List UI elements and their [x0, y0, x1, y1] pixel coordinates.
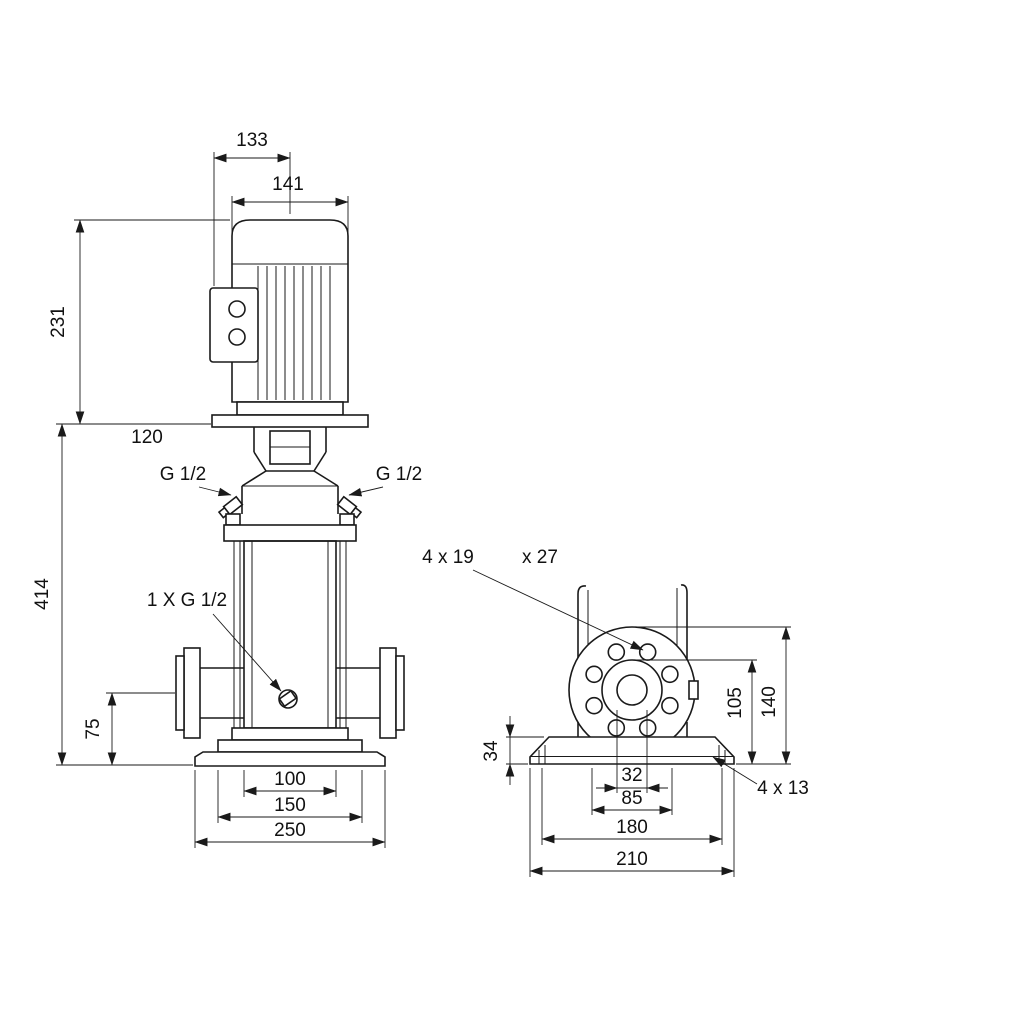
port-label-right: G 1/2 [376, 464, 422, 485]
side-plug-tab [688, 680, 699, 700]
head-flange [223, 524, 357, 542]
dim-100: 100 [243, 769, 337, 797]
dim-label-133: 133 [236, 130, 268, 151]
motor [209, 219, 369, 428]
dim-250: 250 [194, 770, 386, 848]
pump-base [194, 727, 386, 767]
dim-label-250: 250 [274, 820, 306, 841]
motor-stool-plate [211, 414, 369, 428]
dim-34: 34 [481, 716, 544, 785]
base-hole-left [538, 745, 546, 764]
dim-label-150: 150 [274, 795, 306, 816]
dim-label-32: 32 [621, 765, 642, 786]
pump-head [217, 470, 363, 542]
base-side-profile [529, 736, 735, 765]
drain-plug [278, 689, 298, 709]
staybolt-nut-right [339, 513, 355, 526]
port-flange-right [336, 647, 405, 739]
base-holes-label: 4 x 13 [757, 778, 809, 799]
label-g-half-left: G 1/2 [160, 464, 232, 497]
dim-label-231: 231 [48, 306, 69, 338]
port-flange-left [175, 647, 244, 739]
dim-75: 75 [83, 692, 175, 766]
end-port-flange [568, 626, 699, 754]
dim-label-210: 210 [616, 849, 648, 870]
motor-flange [236, 401, 344, 416]
dim-label-100: 100 [274, 769, 306, 790]
dim-label-105: 105 [725, 687, 746, 719]
front-view: 133 141 231 120 414 [32, 130, 422, 848]
port-bore [616, 674, 648, 706]
dim-label-120: 120 [131, 427, 163, 448]
flange-holes-label-b: x 27 [522, 547, 558, 568]
side-view: 4 x 19 x 27 34 105 140 [422, 547, 809, 877]
dim-32: 32 [596, 710, 668, 793]
dim-label-141: 141 [272, 174, 304, 195]
label-g-half-right: G 1/2 [348, 464, 422, 497]
dim-414: 414 [32, 423, 193, 766]
label-drain-port: 1 X G 1/2 [147, 590, 282, 692]
pump-body-section [577, 584, 688, 700]
flange-holes-label-a: 4 x 19 [422, 547, 474, 568]
dim-label-414: 414 [32, 578, 53, 610]
port-label-left: G 1/2 [160, 464, 206, 485]
cable-entry-hole [228, 300, 246, 318]
label-base-holes: 4 x 13 [712, 756, 809, 799]
dim-120: 120 [131, 427, 163, 448]
dim-label-75: 75 [83, 718, 104, 739]
dim-85: 85 [591, 768, 673, 815]
dim-231: 231 [48, 219, 230, 425]
terminal-box [209, 287, 259, 363]
side-dimensions: 4 x 19 x 27 34 105 140 [422, 547, 809, 877]
dim-210: 210 [529, 768, 735, 877]
staybolt-nut-left [225, 513, 241, 526]
dim-105: 105 [636, 659, 757, 765]
dim-180: 180 [541, 768, 723, 845]
drain-label: 1 X G 1/2 [147, 590, 227, 611]
dim-label-180: 180 [616, 817, 648, 838]
front-dimensions: 133 141 231 120 414 [32, 130, 422, 848]
dim-label-140: 140 [759, 686, 780, 718]
flange-outline [568, 626, 696, 754]
dim-141: 141 [231, 174, 349, 234]
label-flange-holes: 4 x 19 x 27 [422, 547, 644, 651]
raised-face [601, 659, 663, 721]
dim-label-34: 34 [481, 740, 502, 762]
dim-150: 150 [217, 770, 363, 823]
dim-label-85: 85 [621, 788, 642, 809]
cable-entry-hole [228, 328, 246, 346]
coupling [253, 427, 327, 472]
dim-140: 140 [636, 626, 791, 765]
vent-plug-right [336, 495, 363, 519]
dim-133: 133 [213, 130, 291, 286]
